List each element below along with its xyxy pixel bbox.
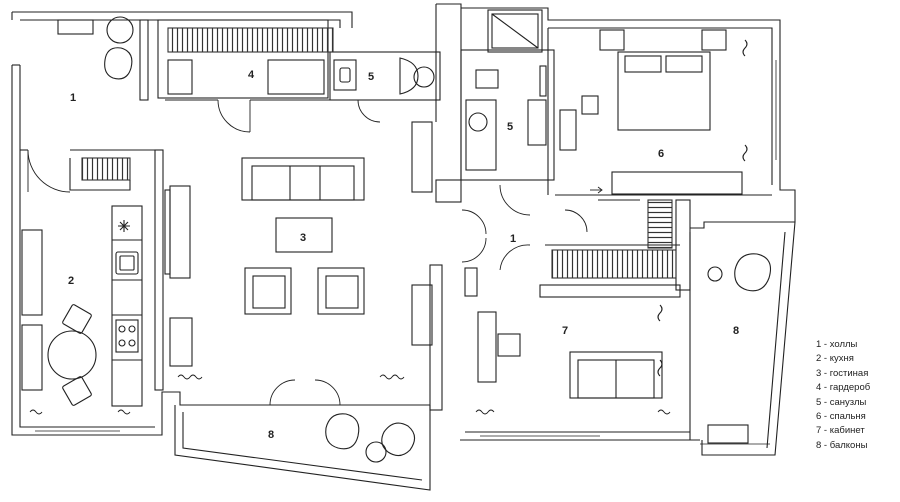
interior-walls: [20, 19, 772, 411]
room-label-balcony-right: 8: [733, 325, 739, 337]
wardrobe-hangers: [69, 27, 677, 279]
outer-walls: [11, 3, 796, 456]
legend-item: 8 - балконы: [816, 439, 868, 451]
room-label-kitchen: 2: [68, 275, 74, 287]
balcony-right-furniture: [707, 253, 772, 444]
kitchen-furniture: [21, 205, 143, 407]
legend-item: 5 - санузлы: [816, 396, 867, 408]
legend: 1 - холлы 2 - кухня 3 - гостиная 4 - гар…: [816, 338, 870, 453]
wardrobe-furniture: [167, 59, 325, 95]
room-label-hall-right: 1: [510, 233, 516, 245]
door-swings: [27, 99, 640, 406]
legend-item: 2 - кухня: [816, 353, 854, 365]
radiators: [29, 374, 671, 415]
room-label-balcony-bottom: 8: [268, 429, 274, 441]
hall-armchair: [57, 16, 134, 80]
room-label-wardrobe: 4: [248, 69, 255, 81]
room-label-bath-right: 5: [507, 121, 513, 133]
legend-item: 3 - гостиная: [816, 367, 869, 379]
arrow-icon: [590, 186, 603, 194]
bedroom-furniture: [559, 29, 748, 195]
room-label-bedroom: 6: [658, 148, 664, 160]
room-label-study: 7: [562, 325, 568, 337]
study-furniture: [477, 304, 663, 399]
windows: [35, 60, 777, 445]
bathroom-right-fixtures: [465, 9, 547, 171]
legend-item: 4 - гардероб: [816, 382, 871, 394]
balcony-bottom-furniture: [174, 405, 431, 491]
bathroom-top-fixtures: [333, 57, 435, 95]
living-furniture: [164, 121, 433, 367]
legend-item: 6 - спальня: [816, 411, 866, 423]
room-label-hall-left: 1: [70, 92, 76, 104]
room-label-bath-top: 5: [368, 71, 374, 83]
room-label-living: 3: [300, 232, 306, 244]
legend-item: 1 - холлы: [816, 339, 858, 350]
legend-item: 7 - кабинет: [816, 425, 865, 437]
